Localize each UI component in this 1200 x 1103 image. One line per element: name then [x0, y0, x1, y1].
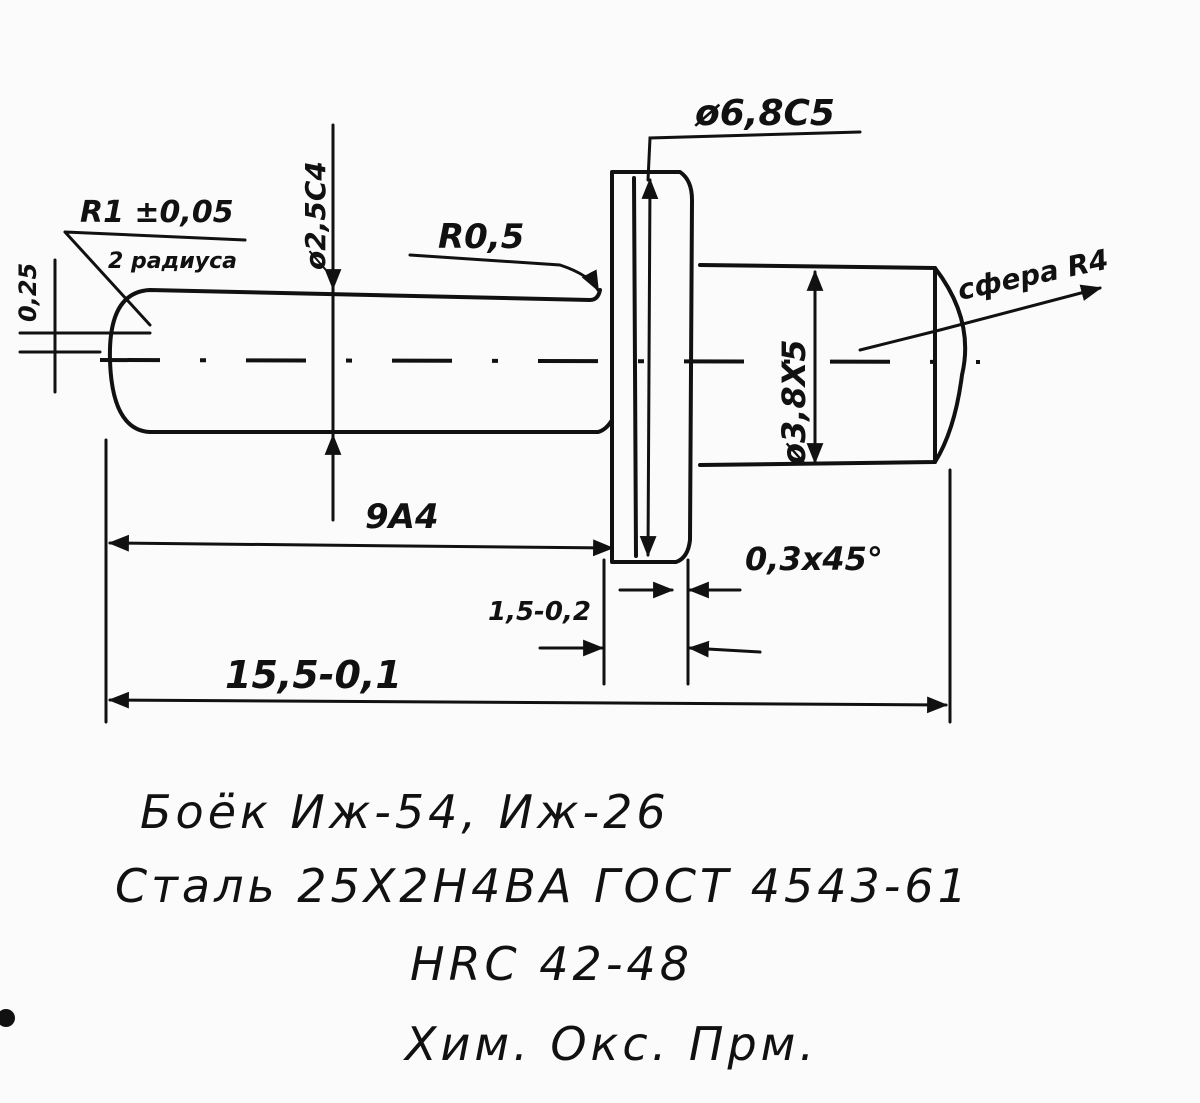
note-coating: Хим. Окс. Прм.	[403, 1017, 818, 1071]
note-hardness: HRC 42-48	[410, 937, 693, 991]
dim-boss-diameter: ø3,8X5	[775, 339, 813, 466]
dim-offset: 0,25	[14, 263, 42, 322]
dim-fillet-radius: R0,5	[438, 217, 524, 257]
dimension-lines	[18, 123, 1100, 724]
flange-inner-line	[632, 176, 638, 558]
dim-sphere-radius: сфера R4	[955, 243, 1112, 307]
dim-flange-width: 1,5-0,2	[488, 597, 591, 627]
dim-chamfer: 0,3x45°	[745, 540, 883, 578]
ink-dot	[0, 1009, 15, 1027]
dim-total-length: 15,5-0,1	[225, 653, 402, 697]
flange	[610, 170, 694, 564]
dim-shaft-diameter: ø2,5C4	[299, 161, 332, 271]
part-outline	[99, 170, 981, 564]
centerline	[99, 358, 981, 364]
note-part-name: Боёк Иж-54, Иж-26	[140, 785, 670, 839]
dim-end-radius-note: 2 радиуса	[108, 249, 237, 274]
dim-flange-diameter: ø6,8C5	[694, 93, 835, 134]
dim-end-radius: R1 ±0,05	[80, 195, 234, 230]
shaft-outline	[107, 288, 614, 434]
dim-shaft-length: 9A4	[365, 497, 439, 537]
note-material: Сталь 25Х2Н4ВА ГОСТ 4543-61	[115, 859, 971, 913]
boss-outline	[698, 263, 968, 467]
